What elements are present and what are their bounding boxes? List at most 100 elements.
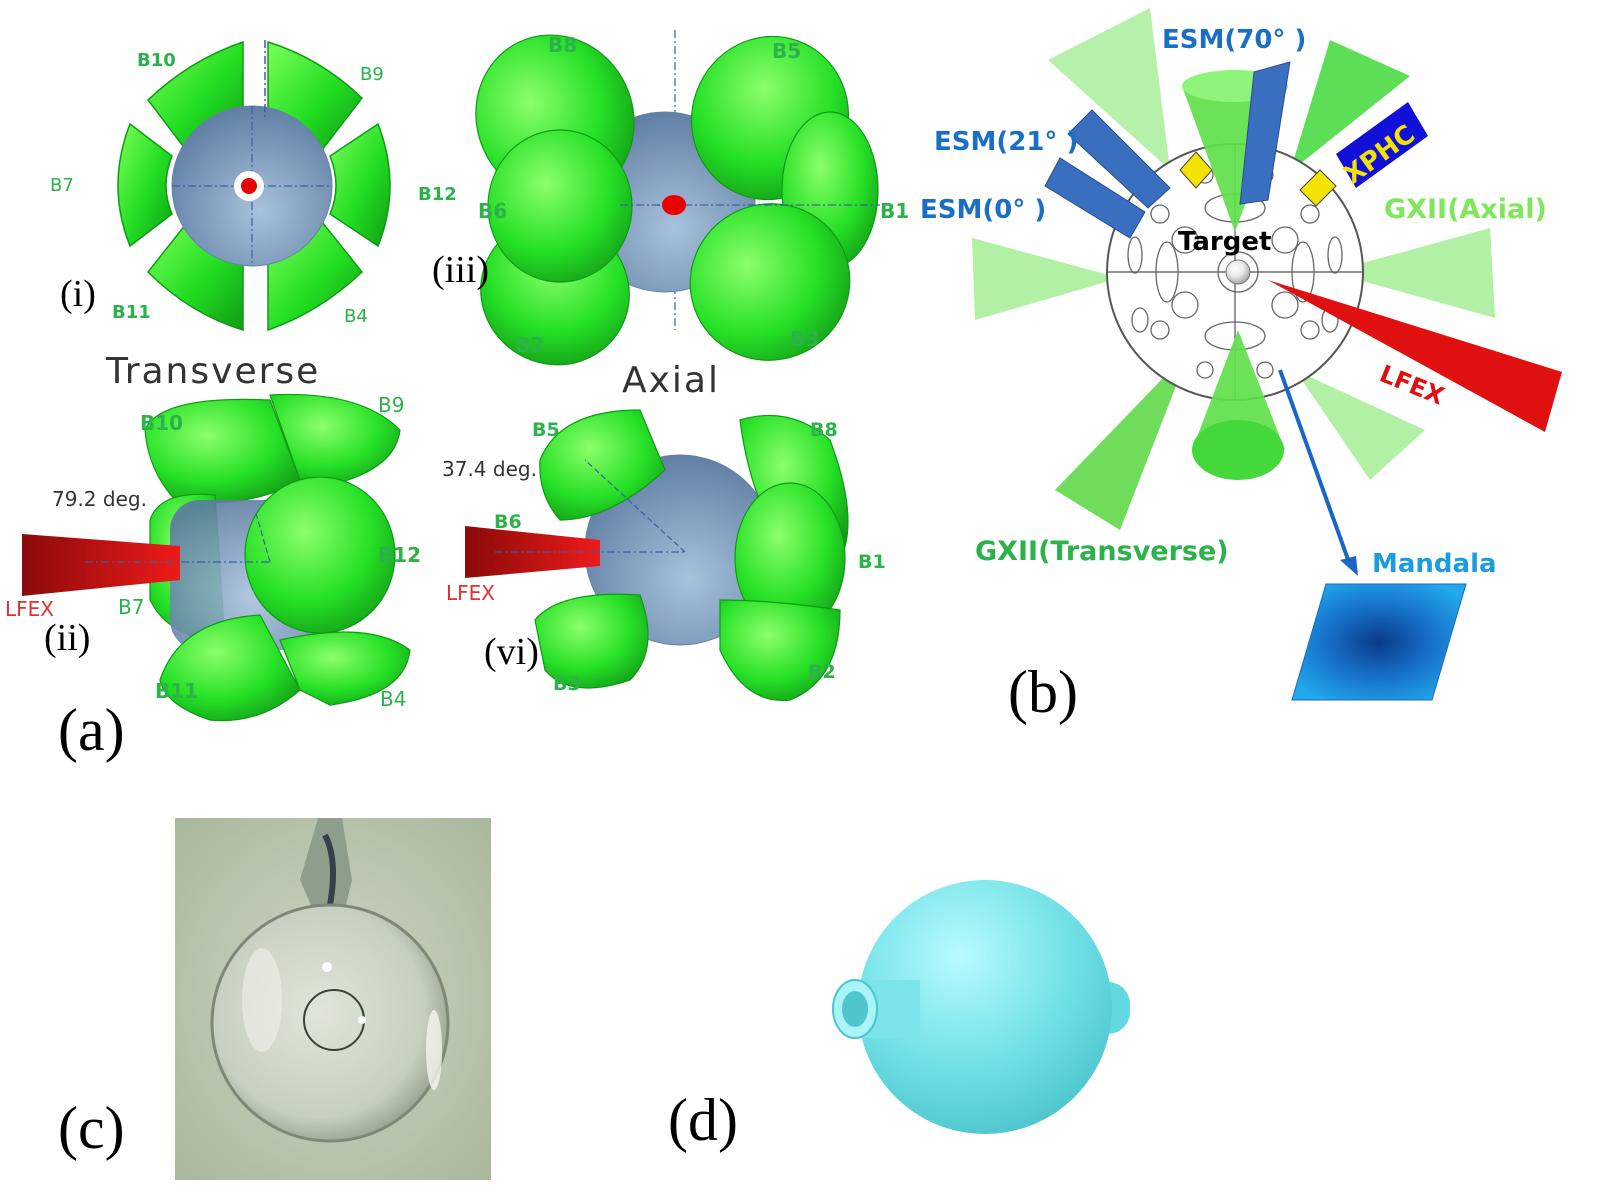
beam-label: B8 bbox=[548, 33, 577, 57]
label-gxii-transverse: GXII(Transverse) bbox=[975, 536, 1229, 567]
esm-70-detector bbox=[1239, 61, 1291, 205]
beam-label: B9 bbox=[378, 393, 404, 417]
beam-cones bbox=[475, 34, 879, 366]
angle-label: 79.2 deg. bbox=[52, 487, 147, 511]
gxii-cone-upper-right bbox=[1290, 40, 1410, 172]
beam-cone-b12 bbox=[244, 476, 396, 634]
highlight bbox=[322, 962, 332, 972]
gxii-cone-left bbox=[972, 238, 1120, 320]
laser-label: LFEX bbox=[446, 581, 495, 605]
beam-cones bbox=[159, 476, 411, 722]
subpanel-vi: 37.4 deg. LFEX B5 B8 B6 B1 B3 B2 (vi) bbox=[442, 409, 886, 701]
beam-label: B10 bbox=[137, 50, 176, 71]
beam-cone-b9 bbox=[269, 393, 401, 486]
panel-label-b: (b) bbox=[1008, 659, 1078, 725]
beam-label: B3 bbox=[790, 327, 819, 351]
beam-label: B5 bbox=[532, 419, 560, 441]
panel-label-a: (a) bbox=[58, 697, 125, 763]
label-target: Target bbox=[1178, 227, 1271, 257]
beam-cone-b11 bbox=[159, 614, 301, 722]
beam-cone-b2 bbox=[719, 599, 841, 701]
view-title-transverse: Transverse bbox=[105, 351, 320, 392]
beam-cone-b10 bbox=[144, 398, 301, 504]
beam-label: B12 bbox=[418, 184, 457, 205]
beam-label: B12 bbox=[378, 543, 421, 567]
beam-cone-b6 bbox=[487, 129, 633, 283]
subpanel-label: (iii) bbox=[432, 249, 489, 291]
label-esm21: ESM(21° ) bbox=[934, 127, 1078, 157]
beam-label: B2 bbox=[808, 661, 836, 683]
panel-label-c: (c) bbox=[58, 1095, 125, 1161]
subpanel-iii: B8 B5 B6 B1 B2 B3 (iii) bbox=[432, 30, 909, 366]
mandala-arrow-head bbox=[1340, 556, 1358, 576]
gxii-cone-lower-left bbox=[1055, 350, 1190, 530]
angle-line bbox=[254, 509, 271, 563]
xphc-detector-right bbox=[1299, 169, 1337, 207]
beam-label: B2 bbox=[515, 333, 544, 357]
beam-label: B11 bbox=[112, 302, 151, 323]
beam-cone-b4 bbox=[279, 631, 411, 706]
beam-label: B1 bbox=[858, 551, 886, 573]
panel-b-diagram: ESM(70° ) ESM(21° ) ESM(0° ) XPHC GXII(A… bbox=[920, 8, 1562, 701]
beam-cone-b5 bbox=[539, 409, 666, 521]
laser-label: LFEX bbox=[5, 597, 54, 621]
esm-21-detector bbox=[1067, 109, 1171, 209]
beam-cone-b3 bbox=[534, 593, 649, 689]
beam-label: B6 bbox=[478, 199, 507, 223]
subpanel-i: B10 B9 B7 B12 B11 B4 (i) bbox=[50, 40, 457, 332]
beam-cone-b3 bbox=[689, 203, 851, 361]
panel-label-d: (d) bbox=[668, 1087, 738, 1153]
view-title-axial: Axial bbox=[622, 360, 720, 401]
port-hole bbox=[842, 991, 868, 1027]
beam-label: B5 bbox=[772, 39, 801, 63]
subpanel-ii: 79.2 deg. LFEX B10 B9 B12 B7 B11 B4 (ii) bbox=[5, 393, 421, 722]
highlight bbox=[358, 1016, 366, 1024]
subpanel-label: (ii) bbox=[44, 617, 90, 659]
label-esm0: ESM(0° ) bbox=[920, 195, 1046, 225]
target-sphere bbox=[858, 880, 1112, 1134]
stalk bbox=[300, 818, 352, 930]
beam-label: B3 bbox=[553, 673, 581, 695]
subpanel-label: (i) bbox=[60, 273, 96, 315]
gxii-cone-bottom bbox=[1192, 330, 1285, 450]
subpanel-label: (vi) bbox=[484, 631, 539, 673]
beam-label: B11 bbox=[155, 679, 198, 703]
beam-label: B4 bbox=[380, 687, 406, 711]
panel-d-model bbox=[832, 880, 1130, 1134]
beam-cones bbox=[534, 409, 849, 701]
label-gxii-axial: GXII(Axial) bbox=[1384, 194, 1547, 225]
beam-label: B8 bbox=[810, 419, 838, 441]
label-mandala: Mandala bbox=[1372, 549, 1497, 579]
lfex-beam bbox=[22, 534, 180, 596]
target-dot bbox=[241, 178, 257, 194]
panel-c-photo bbox=[175, 818, 491, 1180]
beam-label: B4 bbox=[344, 306, 368, 327]
shell-reflection bbox=[242, 948, 282, 1052]
beam-segment-b12 bbox=[329, 122, 391, 248]
target-dot bbox=[662, 195, 686, 215]
label-esm70: ESM(70° ) bbox=[1162, 25, 1306, 55]
beam-label: B10 bbox=[140, 411, 183, 435]
gxii-cone-right bbox=[1330, 228, 1495, 318]
mandala-arrow bbox=[1278, 369, 1352, 566]
beam-segment-b7 bbox=[117, 122, 173, 248]
gxii-cone-bottom-cap bbox=[1192, 420, 1284, 480]
highlight bbox=[426, 1010, 442, 1090]
mandala-detector bbox=[1291, 583, 1467, 701]
xphc-detector-left bbox=[1179, 151, 1213, 189]
beam-label: B9 bbox=[360, 64, 384, 85]
beam-label: B7 bbox=[118, 595, 144, 619]
beam-label: B6 bbox=[494, 511, 522, 533]
beam-label: B7 bbox=[50, 175, 74, 196]
gxii-cone-lower-right bbox=[1295, 370, 1425, 480]
stalk-highlight bbox=[322, 833, 336, 906]
angle-line bbox=[584, 459, 686, 553]
angle-label: 37.4 deg. bbox=[442, 457, 537, 481]
beam-label: B1 bbox=[880, 199, 909, 223]
lfex-beam bbox=[1268, 280, 1562, 432]
target-ball bbox=[1225, 259, 1251, 285]
esm-0-detector bbox=[1044, 157, 1146, 239]
xphc-box bbox=[1336, 102, 1428, 188]
gxii-cone-upper-left bbox=[1048, 8, 1170, 170]
